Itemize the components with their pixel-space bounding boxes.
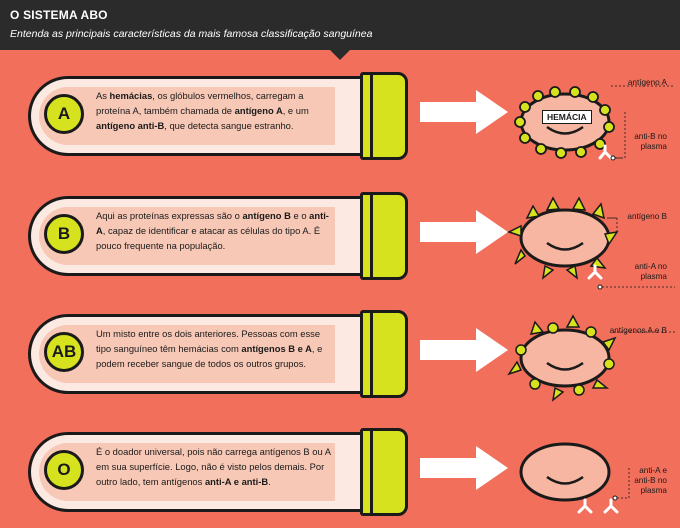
page-title: O SISTEMA ABO: [10, 8, 108, 22]
type-badge: B: [44, 214, 84, 254]
tube-cap: [360, 72, 408, 160]
antigen-ab-markers: [507, 314, 617, 402]
tube-cap: [360, 428, 408, 516]
type-description: Um misto entre os dois anteriores. Pesso…: [96, 328, 323, 369]
label-antigen: antígeno B: [627, 212, 667, 221]
red-blood-cell: [507, 196, 675, 290]
type-badge: A: [44, 94, 84, 134]
type-badge: AB: [44, 332, 84, 372]
row-type-o: O É o doador universal, pois não carrega…: [0, 428, 680, 528]
red-blood-cell: [519, 442, 630, 514]
test-tube: [28, 432, 384, 512]
arrow-icon: [420, 328, 508, 372]
type-badge: O: [44, 450, 84, 490]
type-description: As hemácias, os glóbulos vermelhos, carr…: [96, 90, 309, 131]
arrow-icon: [420, 90, 508, 134]
row-type-a: A As hemácias, os glóbulos vermelhos, ca…: [0, 72, 680, 172]
antigen-b-markers: [507, 196, 619, 280]
header-notch: [330, 50, 350, 60]
tube-liquid: [39, 207, 335, 265]
type-description: É o doador universal, pois não carrega a…: [96, 446, 331, 487]
arrow-icon: [420, 446, 508, 490]
test-tube: [28, 196, 384, 276]
tube-liquid: [39, 87, 335, 145]
tube-liquid: [39, 443, 335, 501]
row-type-ab: AB Um misto entre os dois anteriores. Pe…: [0, 310, 680, 410]
tube-cap: [360, 310, 408, 398]
header-banner: O SISTEMA ABO Entenda as principais cara…: [0, 0, 680, 60]
label-antigen: antígeno A: [627, 78, 667, 87]
test-tube: [28, 314, 384, 394]
antigen-a-markers: [514, 86, 615, 159]
row-type-b: B Aqui as proteínas expressas são o antí…: [0, 192, 680, 292]
red-blood-cell: [514, 85, 675, 161]
page-subtitle: Entenda as principais características da…: [10, 28, 373, 40]
label-antigen: antígenos A e B: [609, 326, 667, 335]
tube-liquid: [39, 325, 335, 383]
test-tube: [28, 76, 384, 156]
tube-cap: [360, 192, 408, 280]
arrow-icon: [420, 210, 508, 254]
red-blood-cell: [507, 314, 675, 402]
type-description: Aqui as proteínas expressas são o antíge…: [96, 210, 329, 251]
cell-label: HEMÁCIA: [542, 110, 592, 124]
